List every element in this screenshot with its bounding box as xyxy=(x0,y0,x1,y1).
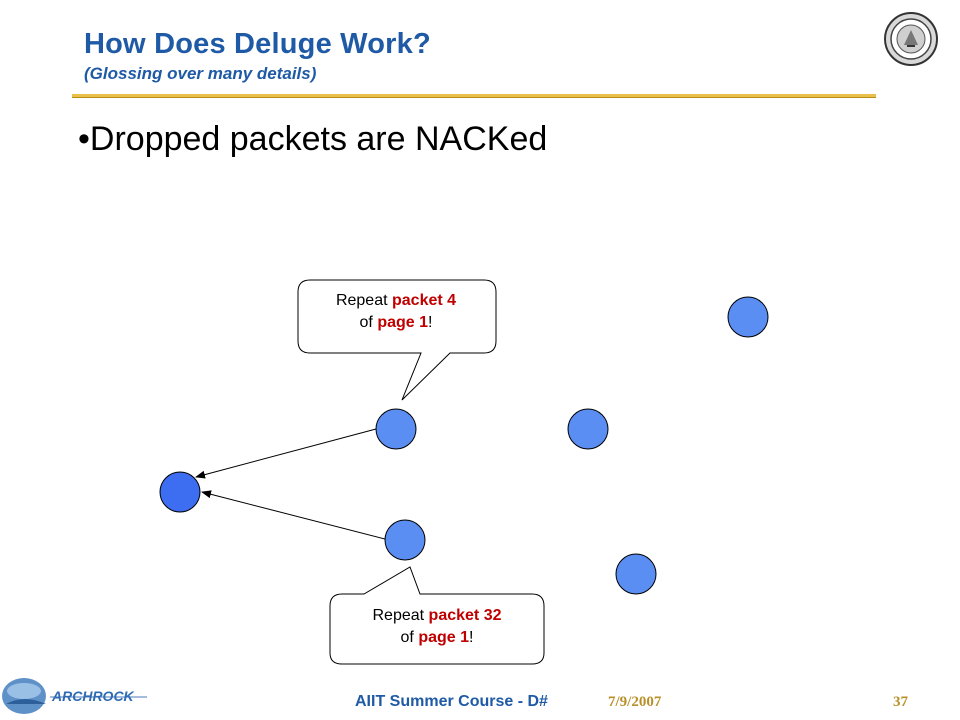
node-middle xyxy=(567,408,609,450)
slide-subtitle: (Glossing over many details) xyxy=(84,64,317,83)
nack-text-top-packet: packet 4 xyxy=(392,292,457,309)
slide-title-main: How Does Deluge Work? xyxy=(84,28,431,60)
nack-text-top-page: page 1 xyxy=(377,314,429,331)
nack-text-top: Repeat packet 4 of page 1! xyxy=(298,290,494,334)
bullet-dropped-packets: •Dropped packets are NACKed xyxy=(78,120,548,158)
title-divider xyxy=(72,94,876,98)
slide-title: How Does Deluge Work? (Glossing over man… xyxy=(84,28,431,83)
node-top-right xyxy=(727,296,769,338)
nack-text-bottom-page: page 1 xyxy=(418,629,470,646)
archrock-logo-text: ARCHROCK xyxy=(51,688,135,704)
footer-date: 7/9/2007 xyxy=(608,694,662,710)
nack-text-top-of: of xyxy=(359,314,378,331)
nack-bubble-top xyxy=(297,279,497,401)
nack-text-bottom-of: of xyxy=(400,629,419,646)
nack-text-top-line1: Repeat packet 4 xyxy=(298,290,494,312)
nack-arrow-bottom xyxy=(201,490,386,540)
nack-text-top-exclaim: ! xyxy=(428,314,433,331)
node-bottom-right xyxy=(615,553,657,595)
node-receiver xyxy=(159,471,201,513)
nack-text-bottom-line1: Repeat packet 32 xyxy=(330,605,544,627)
footer-page-number: 37 xyxy=(893,694,908,710)
nack-arrow-top xyxy=(195,428,377,479)
nack-text-bottom-exclaim: ! xyxy=(469,629,474,646)
archrock-logo-icon: ARCHROCK xyxy=(0,670,152,720)
university-seal-icon xyxy=(884,12,938,66)
nack-text-top-line2: of page 1! xyxy=(298,312,494,334)
nack-bubble-bottom xyxy=(329,566,545,665)
nack-text-bottom-line2: of page 1! xyxy=(330,627,544,649)
node-top-left xyxy=(375,408,417,450)
nack-text-top-prefix: Repeat xyxy=(335,292,392,309)
nack-text-bottom-packet: packet 32 xyxy=(428,607,502,624)
nack-text-bottom-prefix: Repeat xyxy=(372,607,429,624)
node-bottom-left xyxy=(384,519,426,561)
footer-course: AIIT Summer Course - D# xyxy=(355,693,548,710)
nack-text-bottom: Repeat packet 32 of page 1! xyxy=(330,605,544,649)
